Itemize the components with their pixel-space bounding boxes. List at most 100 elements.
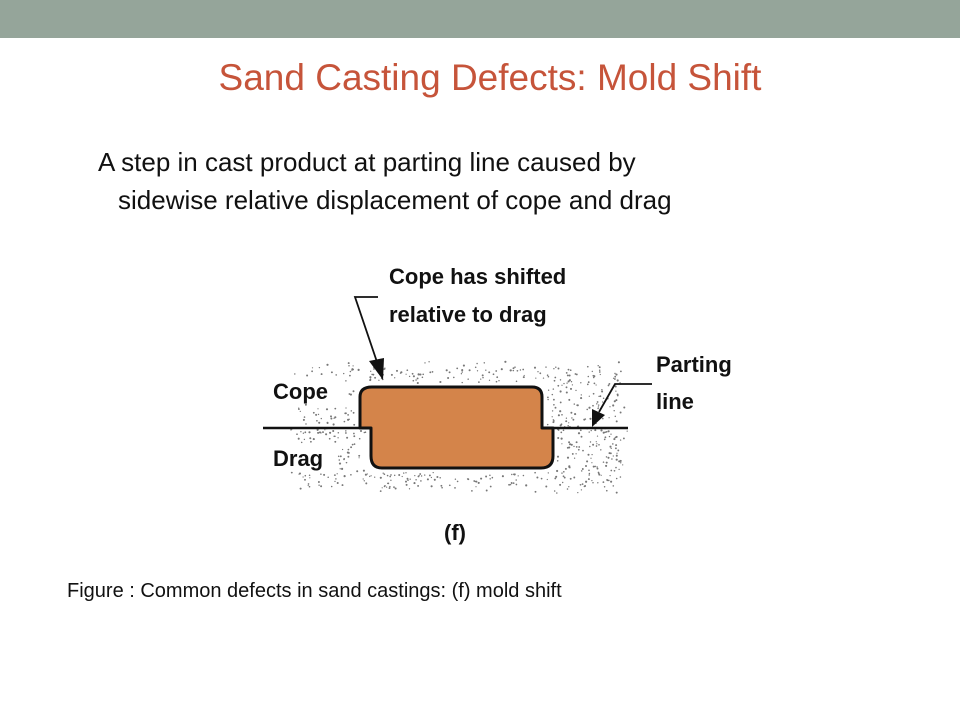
sand-grain: [582, 449, 584, 452]
sand-grain: [586, 365, 589, 368]
sand-grain: [561, 472, 563, 474]
sand-grain: [616, 393, 619, 396]
sand-grain: [343, 458, 345, 461]
sand-grain: [596, 466, 598, 468]
sand-grain: [322, 431, 324, 434]
sand-grain: [580, 397, 583, 400]
sand-grain: [525, 484, 528, 487]
sand-grain: [378, 379, 380, 381]
sand-grain: [431, 371, 434, 373]
sand-grain: [585, 480, 588, 483]
sand-grain: [513, 473, 515, 476]
sand-grain: [573, 445, 575, 448]
sand-grain: [347, 455, 350, 458]
sand-grain: [605, 456, 608, 458]
sand-grain: [597, 482, 599, 484]
sand-grain: [420, 475, 423, 477]
sand-grain: [412, 379, 415, 382]
sand-grain: [460, 373, 463, 375]
sand-grain: [411, 372, 414, 375]
sand-grain: [415, 379, 417, 381]
sand-grain: [320, 432, 322, 434]
sand-grain: [579, 429, 582, 432]
sand-grain: [607, 479, 610, 482]
sand-grain: [537, 371, 539, 373]
sand-grain: [569, 477, 572, 480]
sand-grain: [522, 474, 525, 477]
sand-grain: [568, 398, 571, 401]
sand-grain: [317, 431, 320, 434]
sand-grain: [569, 443, 572, 446]
sand-grain: [512, 369, 515, 372]
sand-grain: [515, 483, 518, 486]
body-line: sidewise relative displacement of cope a…: [118, 185, 672, 215]
sand-grain: [612, 377, 615, 379]
sand-grain: [452, 376, 455, 379]
sand-grain: [333, 417, 335, 419]
sand-grain: [561, 481, 564, 484]
sand-grain: [471, 490, 473, 492]
sand-grain: [517, 475, 519, 477]
sand-grain: [386, 474, 389, 477]
sand-grain: [345, 432, 347, 434]
sand-grain: [553, 368, 555, 370]
sand-grain: [403, 472, 405, 474]
sand-grain: [352, 368, 354, 371]
sand-grain: [480, 378, 482, 380]
sand-grain: [296, 433, 298, 436]
sand-grain: [569, 369, 572, 372]
sand-grain: [316, 428, 319, 431]
sand-grain: [337, 437, 339, 439]
parting-line-arrowhead: [592, 409, 605, 427]
sand-grain: [334, 440, 337, 443]
sand-grain: [498, 380, 500, 382]
sand-grain: [533, 366, 537, 369]
sand-grain: [424, 362, 426, 364]
sand-grain: [578, 446, 581, 448]
sand-grain: [511, 473, 513, 476]
sand-grain: [432, 471, 434, 474]
sand-grain: [588, 406, 591, 409]
sand-grain: [477, 481, 480, 484]
sand-grain: [335, 374, 338, 376]
sand-grain: [488, 371, 491, 374]
sand-grain: [601, 401, 604, 403]
figure-caption: Figure : Common defects in sand castings…: [67, 580, 562, 602]
sand-grain: [519, 369, 522, 371]
sand-grain: [523, 374, 525, 377]
sand-grain: [569, 466, 571, 469]
sand-grain: [393, 474, 396, 477]
sand-grain: [580, 489, 583, 491]
sand-grain: [510, 482, 513, 484]
sand-grain: [304, 474, 307, 477]
sand-grain: [489, 474, 491, 476]
sand-grain: [317, 481, 320, 483]
sand-grain: [551, 410, 554, 412]
sand-grain: [614, 447, 617, 450]
sand-grain: [567, 368, 570, 371]
sand-grain: [491, 476, 494, 479]
body-text: A step in cast product at parting line c…: [98, 143, 858, 219]
sand-grain: [570, 381, 573, 383]
sand-grain: [567, 425, 569, 427]
sand-grain: [608, 435, 611, 438]
panel-label: (f): [444, 520, 466, 545]
sand-grain: [474, 480, 476, 483]
sand-grain: [302, 476, 304, 478]
sand-grain: [349, 393, 352, 396]
sand-grain: [596, 401, 599, 403]
sand-grain: [599, 373, 601, 376]
sand-grain: [571, 417, 573, 419]
sand-grain: [605, 464, 608, 467]
sand-grain: [311, 367, 314, 369]
sand-grain: [540, 477, 543, 480]
sand-grain: [547, 396, 549, 399]
sand-grain: [362, 469, 365, 472]
sand-grain: [615, 458, 618, 461]
sand-grain: [338, 459, 341, 461]
sand-grain: [556, 492, 558, 494]
sand-grain: [320, 417, 322, 420]
sand-grain: [594, 429, 597, 432]
sand-grain: [408, 488, 411, 490]
sand-grain: [369, 376, 372, 379]
